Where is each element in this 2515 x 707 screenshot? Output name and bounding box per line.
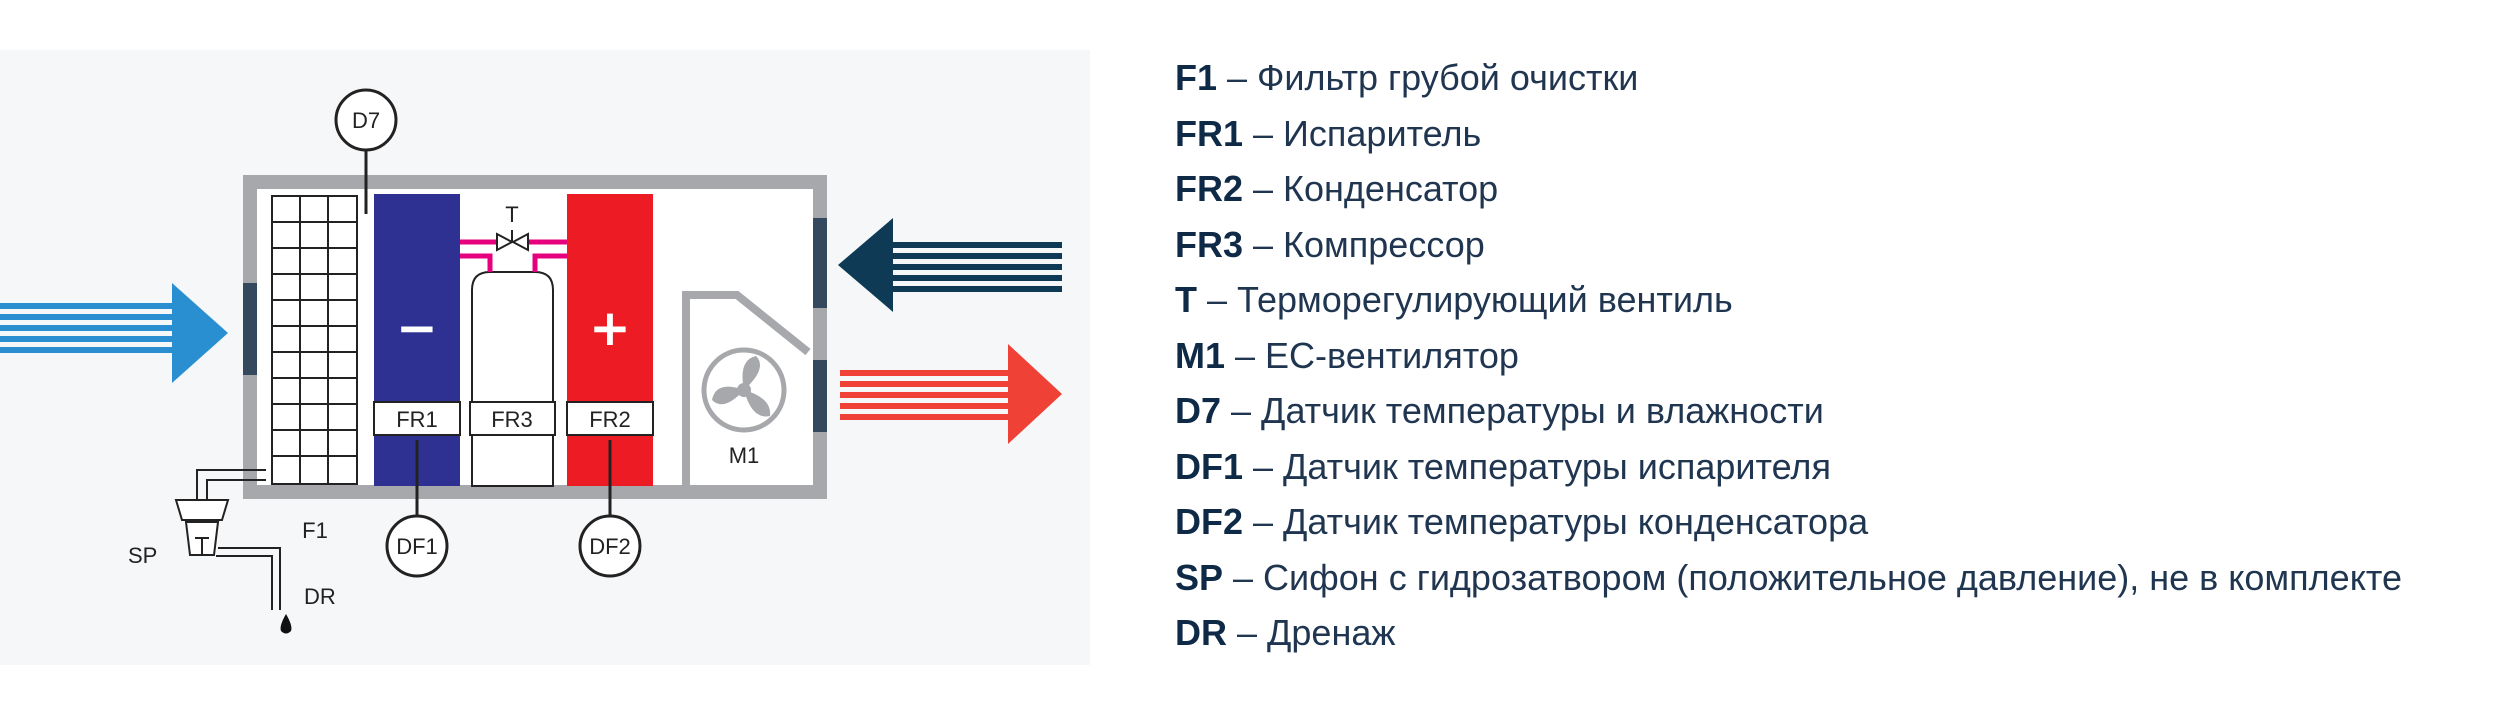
fr2-label: FR2: [589, 407, 631, 432]
return-air-arrow: [838, 218, 1062, 312]
legend-text: – Датчик температуры конденсатора: [1243, 501, 1869, 542]
legend-code: FR1: [1175, 112, 1244, 154]
expansion-valve-t: [496, 230, 529, 252]
evaporator-sign: −: [396, 299, 438, 357]
legend-code: M1: [1175, 334, 1226, 376]
legend-code: DF1: [1175, 445, 1244, 487]
legend-text: – Компрессор: [1243, 223, 1485, 265]
legend-item-f1: F1 – Фильтр грубой очистки: [1175, 50, 2505, 106]
legend-item-m1: M1 – ЕС-вентилятор: [1175, 328, 2505, 384]
condenser-sign: +: [589, 299, 631, 357]
legend-item-fr3: FR3 – Компрессор: [1175, 217, 2505, 273]
f1-label: F1: [302, 518, 328, 543]
sp-label: SP: [128, 543, 157, 568]
sensor-df2: [578, 440, 642, 578]
legend-item-df2: DF2 – Датчик температуры конденсатора: [1175, 494, 2505, 550]
legend-text: – Фильтр грубой очистки: [1217, 57, 1639, 98]
fan-m1: [682, 291, 811, 486]
condenser-fr2: [567, 194, 653, 486]
legend-text: – Датчик температуры испарителя: [1243, 445, 1831, 487]
legend-code: FR2: [1175, 168, 1244, 209]
evaporator-fr1: [374, 194, 460, 486]
legend-text: – Сифон с гидрозатвором (положительное д…: [1223, 556, 2402, 598]
inlet-damper: [243, 283, 257, 375]
legend-code: T: [1175, 279, 1197, 320]
legend-code: DF2: [1175, 501, 1244, 542]
legend-code: SP: [1175, 556, 1224, 598]
legend-text: – Терморегулирующий вентиль: [1197, 279, 1733, 320]
df2-label: DF2: [589, 534, 631, 559]
legend-code: D7: [1175, 390, 1222, 431]
fr1-label: FR1: [396, 407, 438, 432]
legend-item-sp: SP – Сифон с гидрозатвором (положительно…: [1175, 550, 2505, 606]
legend-code: FR3: [1175, 223, 1244, 265]
legend-item-dr: DR – Дренаж: [1175, 605, 2505, 661]
d7-label: D7: [352, 108, 380, 133]
drain-drop: [280, 614, 292, 634]
fr3-label: FR3: [491, 407, 533, 432]
legend-item-d7: D7 – Датчик температуры и влажности: [1175, 383, 2505, 439]
legend-item-fr1: FR1 – Испаритель: [1175, 106, 2505, 162]
return-damper: [813, 218, 827, 308]
legend-item-df1: DF1 – Датчик температуры испарителя: [1175, 439, 2505, 495]
sensor-df1: [385, 440, 449, 578]
legend-text: – ЕС-вентилятор: [1225, 334, 1519, 376]
legend-item-t: T – Терморегулирующий вентиль: [1175, 272, 2505, 328]
supply-air-arrow: [840, 344, 1062, 444]
filter-f1: [271, 195, 358, 485]
legend-item-fr2: FR2 – Конденсатор: [1175, 161, 2505, 217]
legend-text: – Датчик температуры и влажности: [1221, 390, 1824, 431]
siphon-sp: [174, 469, 281, 610]
supply-damper: [813, 360, 827, 432]
legend-text: – Испаритель: [1243, 112, 1482, 154]
sensor-d7: [334, 88, 398, 214]
unit-schematic: − FR1 FR3 T + FR2 M1 D7: [0, 88, 1062, 634]
legend-code: F1: [1175, 57, 1218, 98]
legend-text: – Дренаж: [1227, 612, 1396, 653]
df1-label: DF1: [396, 534, 438, 559]
refrigerant-pipes: [460, 239, 567, 272]
compressor-fr3: [469, 271, 556, 487]
valve-label: T: [505, 202, 518, 227]
inlet-air-arrow: [0, 283, 228, 383]
legend-code: DR: [1175, 612, 1227, 653]
m1-label: M1: [729, 443, 760, 468]
legend: F1 – Фильтр грубой очистки FR1 – Испарит…: [1175, 50, 2505, 661]
legend-text: – Конденсатор: [1243, 168, 1499, 209]
dr-label: DR: [304, 584, 336, 609]
